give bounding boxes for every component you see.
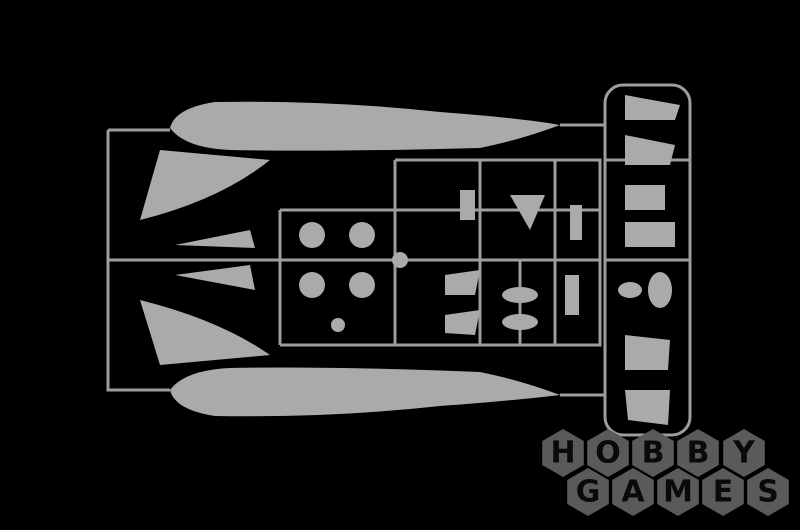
- watermark-letter: A: [621, 475, 645, 510]
- watermark-letter: G: [576, 475, 601, 510]
- sprue-parts: [140, 95, 680, 425]
- hexagon-tile: [542, 429, 584, 477]
- wing-top: [140, 150, 270, 220]
- hexagon-tile: [702, 468, 744, 516]
- hexagon-tile: [612, 468, 654, 516]
- hexagon-tile: [632, 429, 674, 477]
- fuselage-half-top: [170, 101, 560, 151]
- hexagon-tile: [747, 468, 789, 516]
- watermark-letter: Y: [732, 436, 756, 471]
- hexagon-tile: [657, 468, 699, 516]
- hexagon-tile: [567, 468, 609, 516]
- hexagon-tile: [587, 429, 629, 477]
- watermark-letter: E: [713, 475, 734, 510]
- watermark-letter: B: [642, 436, 665, 471]
- watermark-letter: M: [663, 475, 693, 510]
- watermark-letter: S: [757, 475, 779, 510]
- wing-bottom: [140, 300, 270, 365]
- fuselage-half-bottom: [170, 367, 560, 417]
- watermark-letter: H: [550, 436, 575, 471]
- hexagon-tile: [723, 429, 765, 477]
- hexagon-tile: [677, 429, 719, 477]
- watermark-letter: B: [687, 436, 710, 471]
- watermark-letter: O: [595, 436, 621, 471]
